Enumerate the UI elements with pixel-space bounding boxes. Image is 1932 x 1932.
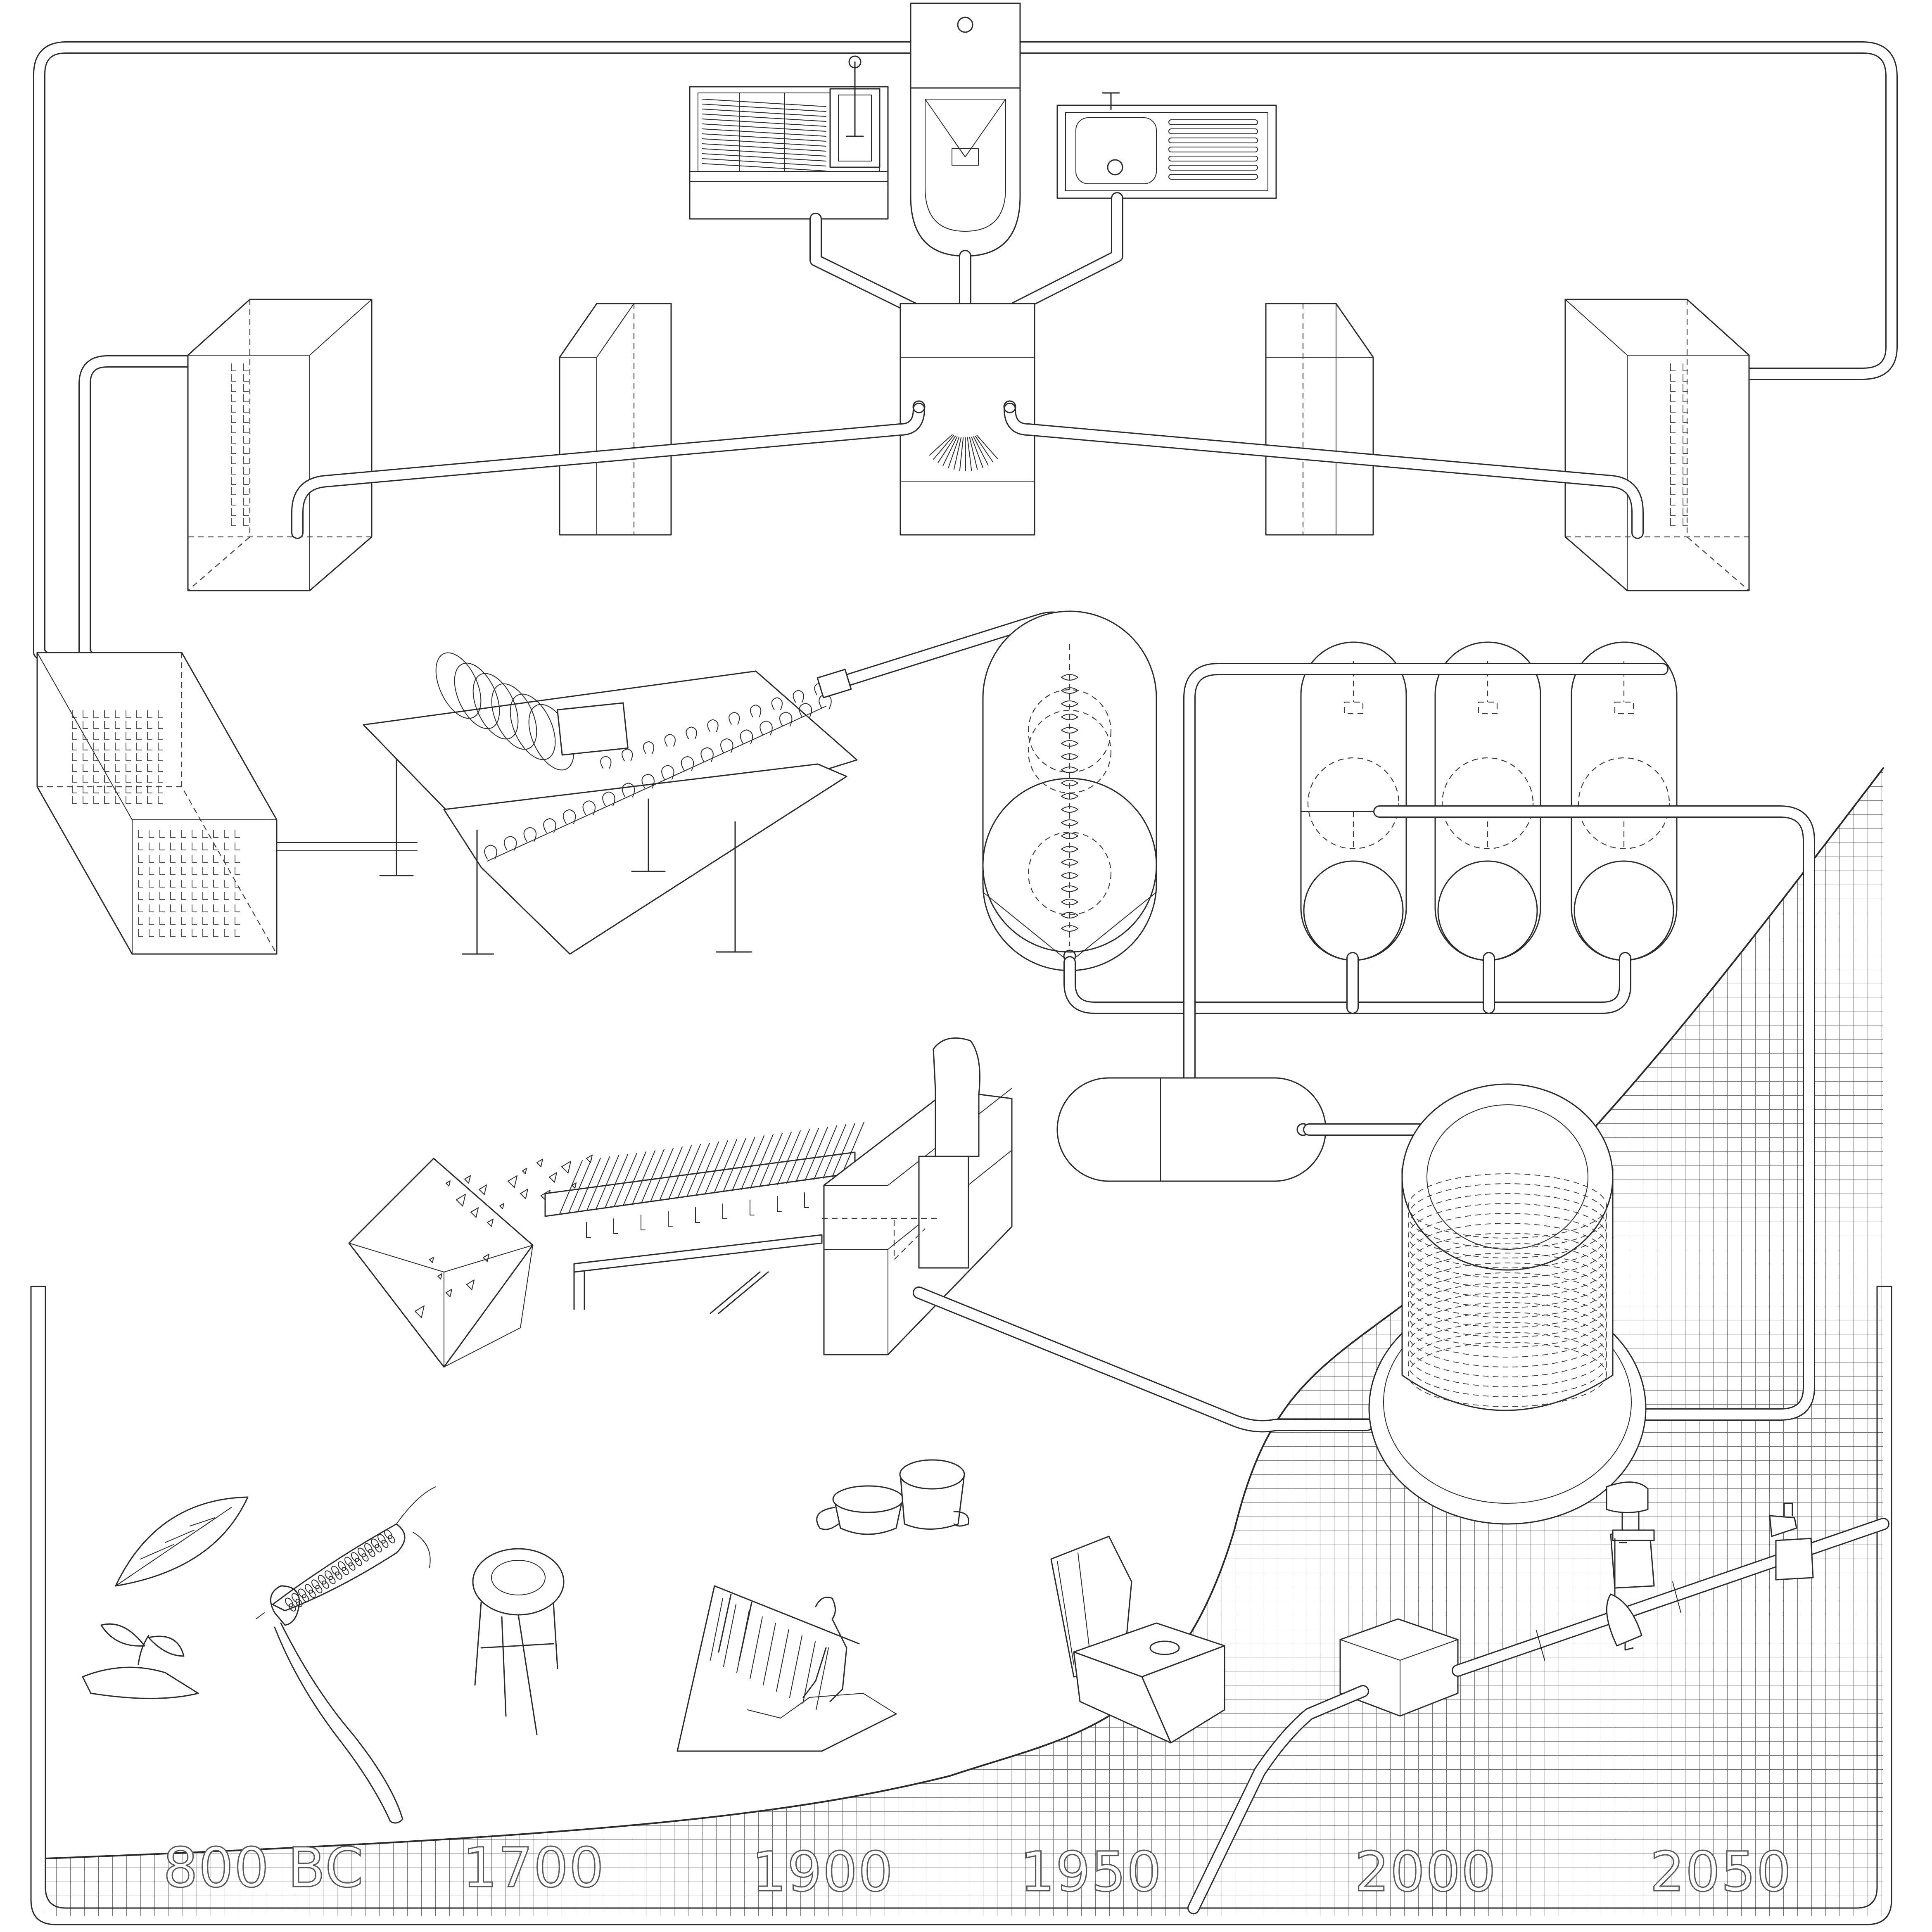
- year-label-2050: 2050: [1650, 1840, 1792, 1904]
- hopper: [348, 1154, 593, 1368]
- seedling-icon: [82, 1623, 199, 1699]
- main-pipe-loop: [33, 41, 1898, 700]
- toilet: [910, 2, 1021, 257]
- top-tanks: [187, 299, 1750, 591]
- year-label-1700: 1700: [463, 1836, 605, 1900]
- storage-tanks: [1300, 641, 1678, 961]
- corn-cob-icon: [256, 1486, 436, 1619]
- dish-rack: [689, 55, 889, 220]
- digester-tank: [982, 610, 1157, 971]
- stick-icon: [270, 1585, 403, 1824]
- outhouse-icon: [1050, 1536, 1225, 1744]
- kitchen-sink: [1056, 92, 1277, 199]
- street-sewer-icon: [676, 1585, 897, 1752]
- year-label-800bc: 800 BC: [163, 1836, 364, 1900]
- shredder-machine: [544, 1037, 1373, 1433]
- tank-connections: [291, 400, 1644, 539]
- water-tap-icon: [1536, 1481, 1814, 1661]
- leaf-icon: [115, 1496, 249, 1587]
- screw-conveyor: [363, 611, 1076, 955]
- year-label-1900: 1900: [752, 1840, 894, 1904]
- filter-cube: [36, 652, 278, 955]
- spiral-composter: [1368, 1083, 1647, 1525]
- year-label-1950: 1950: [1020, 1840, 1162, 1904]
- timeline-tray: [30, 1286, 1892, 1925]
- tank-outlet-pipes: [1063, 663, 1815, 1421]
- pottery-icon: [472, 1548, 565, 1735]
- year-label-2000: 2000: [1355, 1840, 1497, 1904]
- septic-box-icon: [1187, 1518, 1889, 1914]
- chamber-pots-icon: [816, 1459, 970, 1535]
- timeline-labels: 800 BC 1700 1900 1950 2000 2050: [163, 1836, 1792, 1905]
